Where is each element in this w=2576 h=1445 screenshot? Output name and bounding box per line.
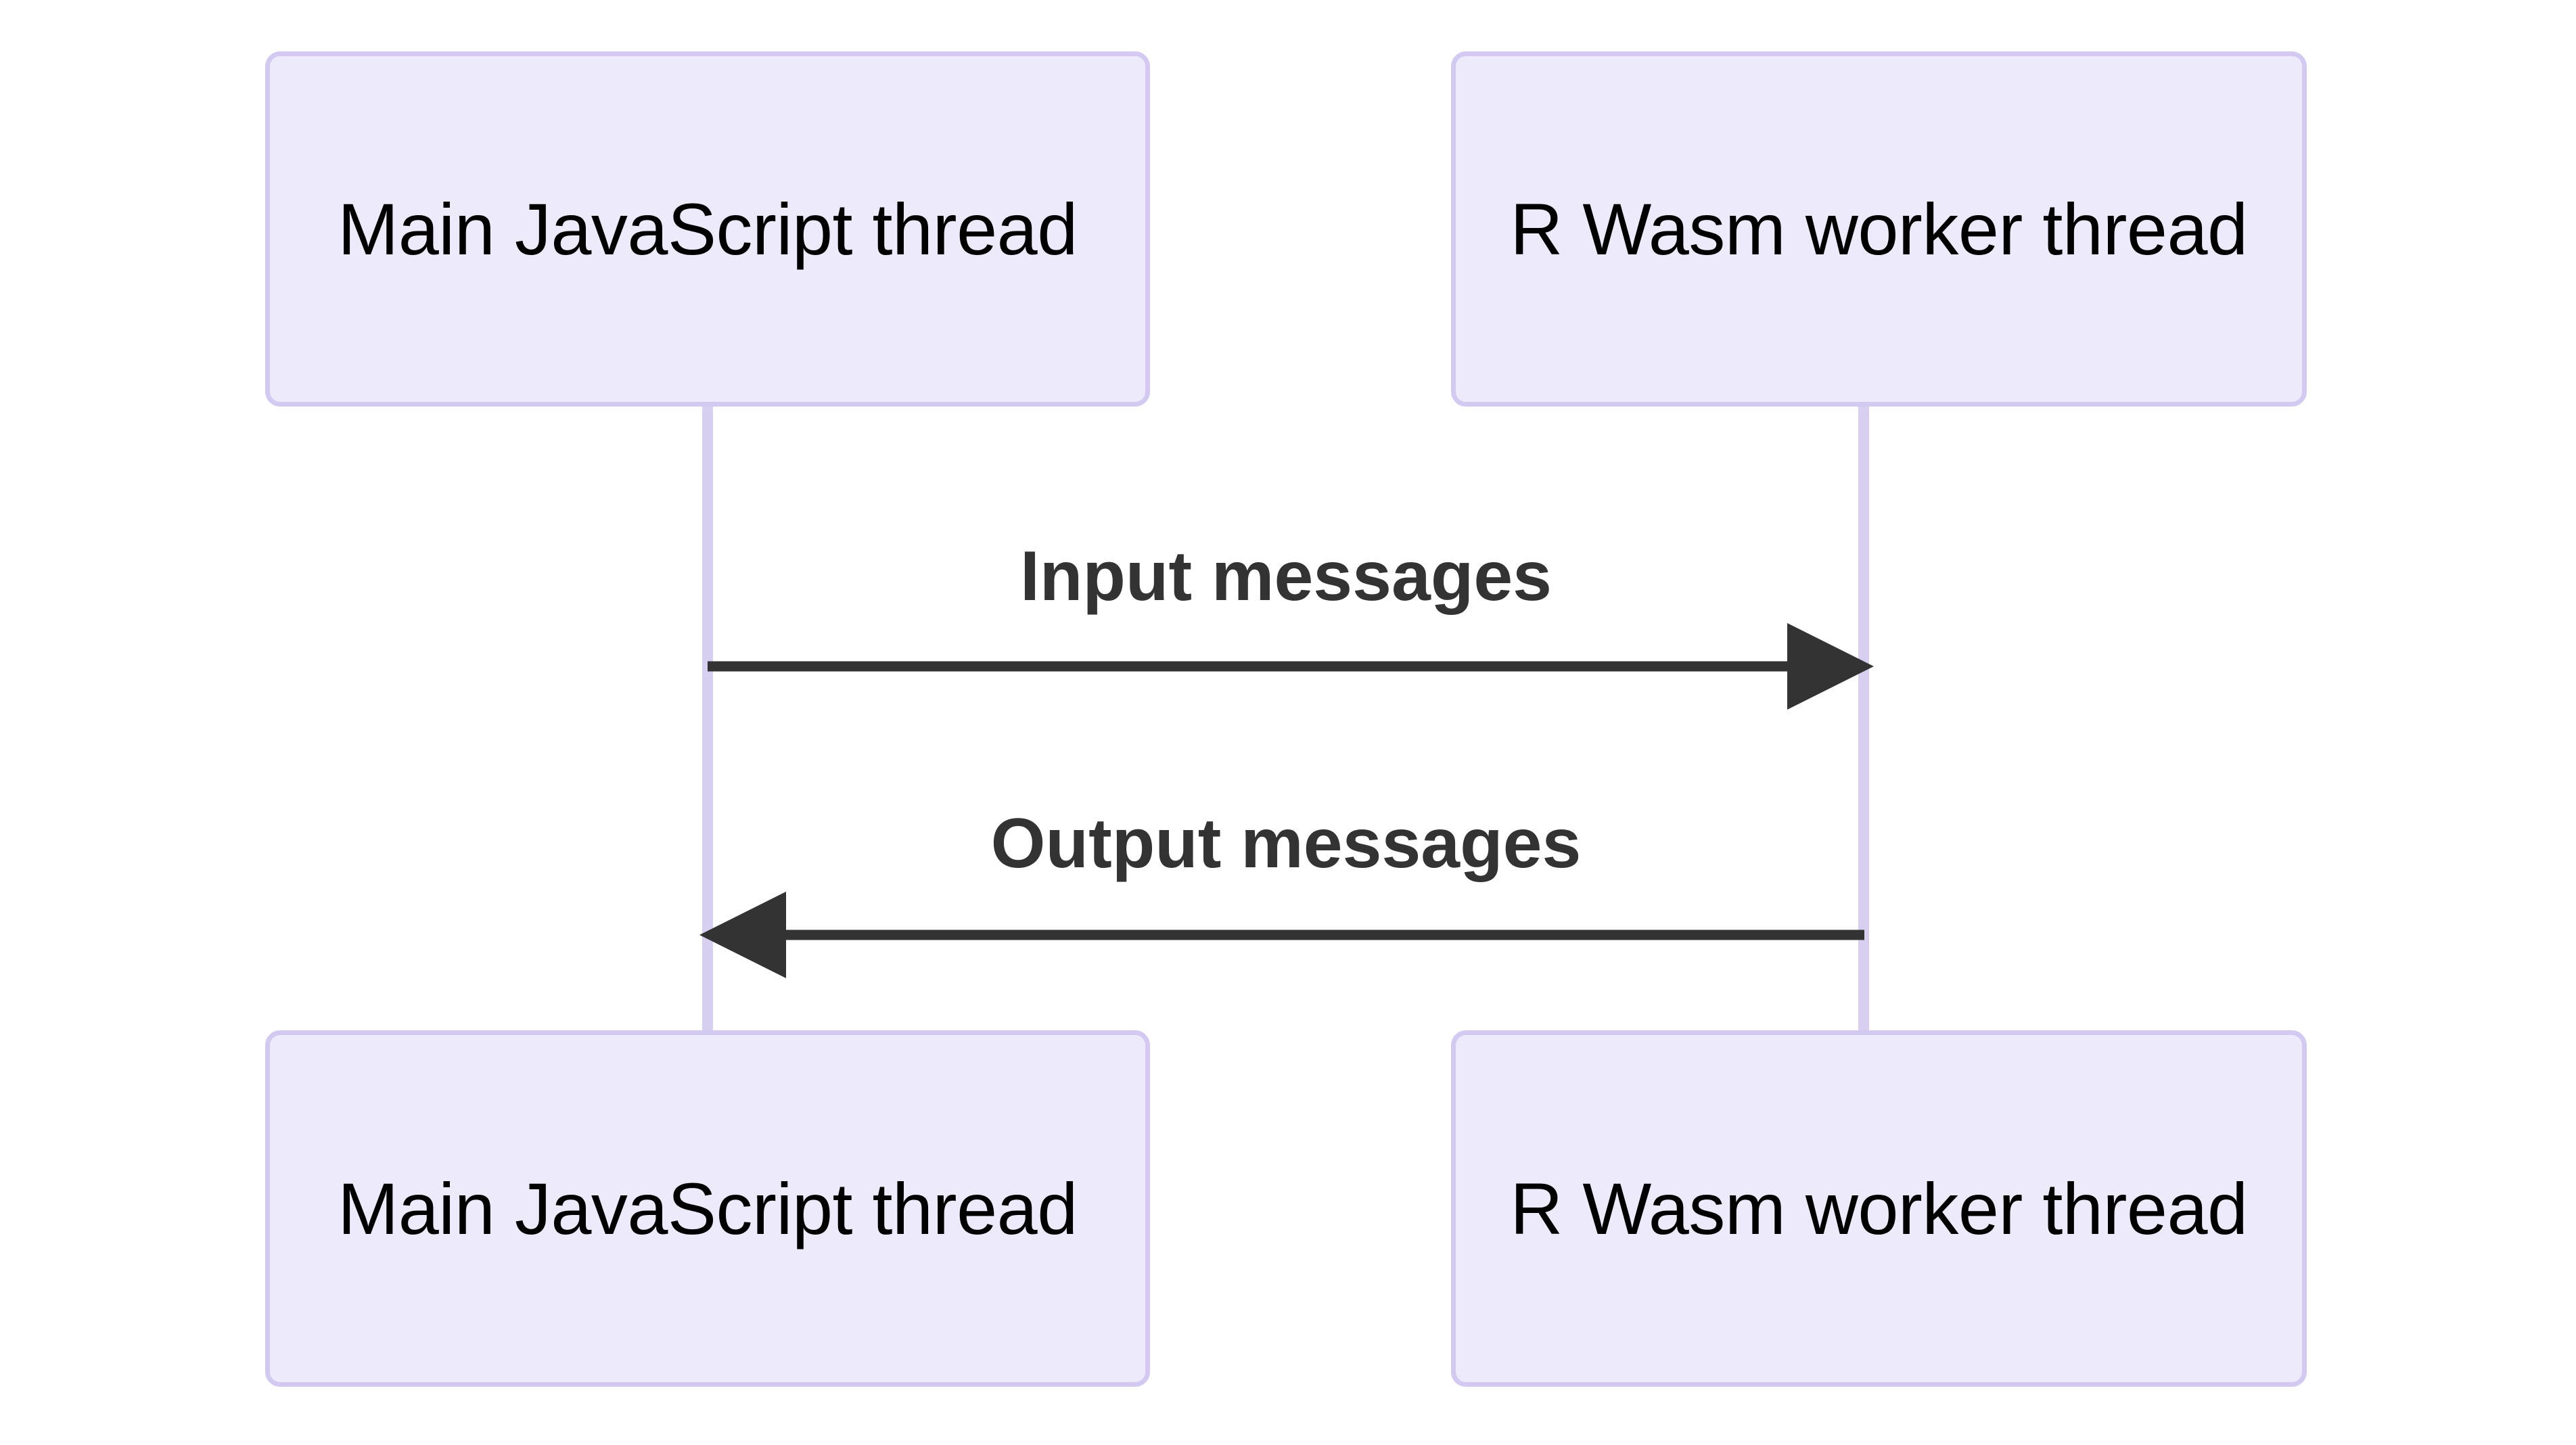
participant-label-r-wasm-worker-thread-top: R Wasm worker thread xyxy=(1510,187,2248,270)
message-label-output-messages: Output messages xyxy=(990,804,1582,883)
participant-box-main-js-thread-top[interactable]: Main JavaScript thread xyxy=(265,51,1150,407)
participant-box-main-js-thread-bottom[interactable]: Main JavaScript thread xyxy=(265,1030,1150,1387)
arrow-input-messages[interactable] xyxy=(708,623,1874,710)
arrow-output-messages[interactable] xyxy=(699,892,1864,978)
message-label-input-messages: Input messages xyxy=(1019,537,1552,616)
participant-label-main-js-thread-bottom: Main JavaScript thread xyxy=(338,1167,1078,1249)
participant-box-r-wasm-worker-thread-top[interactable]: R Wasm worker thread xyxy=(1451,51,2307,407)
participant-label-r-wasm-worker-thread-bottom: R Wasm worker thread xyxy=(1510,1167,2248,1249)
participant-label-main-js-thread-top: Main JavaScript thread xyxy=(338,187,1078,270)
participant-box-r-wasm-worker-thread-bottom[interactable]: R Wasm worker thread xyxy=(1451,1030,2307,1387)
lifeline-r-wasm-worker-thread xyxy=(1858,407,1869,1030)
lifeline-main-js-thread xyxy=(702,407,713,1030)
